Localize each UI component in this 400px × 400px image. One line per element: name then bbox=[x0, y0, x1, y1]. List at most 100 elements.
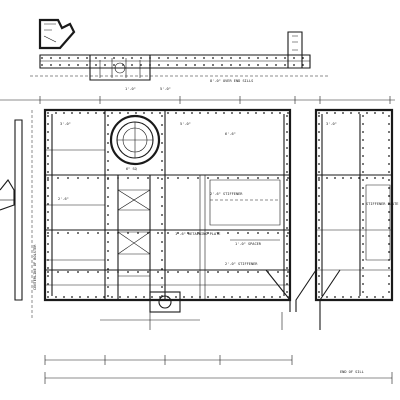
rivet bbox=[161, 250, 163, 252]
rivet bbox=[57, 177, 59, 179]
rivet bbox=[47, 232, 49, 234]
rivet bbox=[362, 179, 364, 181]
rivet bbox=[366, 296, 368, 298]
rivet bbox=[159, 112, 161, 114]
rivet bbox=[388, 259, 390, 261]
rivet bbox=[131, 64, 133, 66]
rivet bbox=[318, 195, 320, 197]
rivet bbox=[318, 203, 320, 205]
rivet bbox=[388, 139, 390, 141]
rivet bbox=[286, 195, 288, 197]
rivet bbox=[230, 64, 232, 66]
rivet bbox=[107, 232, 109, 234]
rivet bbox=[161, 169, 163, 171]
rivet bbox=[318, 147, 320, 149]
panel-a-top: 3'-0" bbox=[60, 122, 71, 126]
rivet bbox=[207, 112, 209, 114]
rivet bbox=[161, 124, 163, 126]
main-left-annotations: 3'-0" 2'-6" 5'-0" bbox=[58, 122, 191, 201]
rivet bbox=[302, 57, 304, 59]
rivet bbox=[318, 243, 320, 245]
rivet bbox=[382, 177, 384, 179]
rivet bbox=[161, 151, 163, 153]
rivet bbox=[388, 267, 390, 269]
rivet bbox=[47, 235, 49, 237]
rivet bbox=[286, 187, 288, 189]
rivet bbox=[87, 177, 89, 179]
main-elevation-frame bbox=[43, 108, 292, 302]
rivet bbox=[388, 187, 390, 189]
rivet bbox=[161, 160, 163, 162]
rivet bbox=[107, 160, 109, 162]
rivet bbox=[194, 57, 196, 59]
rivet bbox=[237, 232, 239, 234]
rivet bbox=[287, 232, 289, 234]
panel-c-top: 3'-0" bbox=[326, 122, 337, 126]
rivet bbox=[107, 214, 109, 216]
rivet bbox=[326, 296, 328, 298]
rivet bbox=[362, 187, 364, 189]
rivet bbox=[388, 235, 390, 237]
rivet bbox=[122, 64, 124, 66]
left-section: CENTERLINE OF BOLSTER bbox=[0, 110, 37, 320]
rivet bbox=[107, 277, 109, 279]
rivet bbox=[318, 112, 320, 114]
rivet bbox=[263, 112, 265, 114]
rivet bbox=[127, 177, 129, 179]
rivet bbox=[362, 259, 364, 261]
rivet bbox=[176, 57, 178, 59]
rivet bbox=[68, 57, 70, 59]
rivet bbox=[47, 163, 49, 165]
rivet bbox=[388, 203, 390, 205]
rivet bbox=[257, 232, 259, 234]
rivet bbox=[47, 171, 49, 173]
rivet bbox=[161, 142, 163, 144]
rivet bbox=[287, 296, 289, 298]
tank-label: 6" SQ bbox=[126, 167, 137, 171]
rivet bbox=[47, 115, 49, 117]
rivet bbox=[284, 64, 286, 66]
rivet bbox=[111, 112, 113, 114]
rivet bbox=[47, 179, 49, 181]
rivet bbox=[362, 235, 364, 237]
rivet bbox=[388, 275, 390, 277]
rivet bbox=[161, 133, 163, 135]
rivet bbox=[350, 177, 352, 179]
rivet bbox=[103, 112, 105, 114]
rivet bbox=[177, 177, 179, 179]
rivet bbox=[167, 57, 169, 59]
rivet bbox=[87, 296, 89, 298]
panel-b-d: 2'-0" STIFFENER bbox=[225, 262, 258, 266]
rivet bbox=[248, 64, 250, 66]
rivet bbox=[318, 283, 320, 285]
rivet bbox=[362, 283, 364, 285]
rivet bbox=[247, 271, 249, 273]
rivet bbox=[203, 64, 205, 66]
rivet bbox=[326, 177, 328, 179]
rivet bbox=[217, 271, 219, 273]
rivet bbox=[275, 57, 277, 59]
rivet bbox=[388, 171, 390, 173]
rivet bbox=[147, 271, 149, 273]
rivet bbox=[239, 64, 241, 66]
top-dim-mid-label: 5'-0" bbox=[160, 87, 171, 91]
rivet bbox=[388, 227, 390, 229]
rivet bbox=[366, 177, 368, 179]
rivet bbox=[362, 211, 364, 213]
rivet bbox=[143, 112, 145, 114]
rivet bbox=[286, 139, 288, 141]
rivet bbox=[47, 227, 49, 229]
rivet bbox=[161, 187, 163, 189]
top-note-label: 8'-0" OVER END SILLS bbox=[210, 79, 253, 83]
rivet bbox=[286, 283, 288, 285]
rivet bbox=[388, 147, 390, 149]
rivet bbox=[59, 64, 61, 66]
rivet bbox=[185, 57, 187, 59]
rivet bbox=[161, 196, 163, 198]
rivet bbox=[239, 112, 241, 114]
rivet bbox=[342, 296, 344, 298]
rivet bbox=[159, 296, 161, 298]
rivet bbox=[286, 219, 288, 221]
rivet bbox=[57, 271, 59, 273]
rivet bbox=[248, 57, 250, 59]
